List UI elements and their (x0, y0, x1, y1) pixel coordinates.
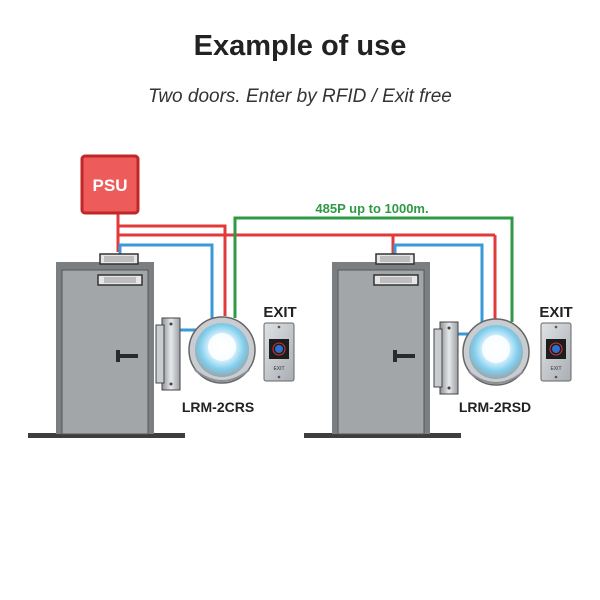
exit-button-text: EXIT (273, 366, 284, 372)
door-handle (395, 354, 415, 358)
exit-button: EXIT (263, 322, 295, 382)
reader-label: LRM-2RSD (459, 399, 531, 415)
bus-wire (233, 216, 514, 322)
door-handle (118, 354, 138, 358)
exit-label: EXIT (539, 304, 572, 321)
bus-label: 485P up to 1000m. (315, 201, 428, 216)
magnetic-lock (373, 253, 419, 286)
electric-strike (155, 317, 181, 391)
reader-label: LRM-2CRS (182, 399, 254, 415)
door-panel (337, 269, 425, 435)
floor-line (304, 433, 461, 438)
exit-button-text: EXIT (550, 366, 561, 372)
door-1: LRM-2CRS EXIT EXIT (28, 253, 297, 438)
rfid-reader (462, 318, 530, 386)
magnetic-lock (97, 253, 143, 286)
door-panel (61, 269, 149, 435)
exit-label: EXIT (263, 304, 296, 321)
electric-strike (433, 321, 459, 395)
exit-button: EXIT (540, 322, 572, 382)
power-wire (116, 212, 497, 322)
rfid-reader (188, 316, 256, 384)
door-2: LRM-2RSD EXIT EXIT (304, 253, 573, 438)
page-subtitle: Two doors. Enter by RFID / Exit free (148, 86, 452, 107)
page-title: Example of use (193, 30, 407, 62)
floor-line (28, 433, 185, 438)
psu-box: PSU (80, 154, 140, 215)
psu-label: PSU (93, 176, 128, 195)
